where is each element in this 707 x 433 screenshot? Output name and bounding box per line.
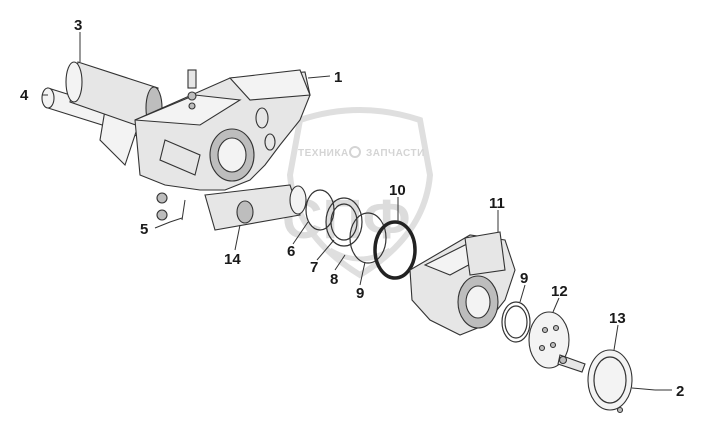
watermark-brand-left: ТЕХНИКА: [298, 148, 349, 159]
callout-4: 4: [20, 87, 29, 104]
callout-14: 14: [224, 251, 241, 268]
callout-12: 12: [551, 283, 568, 300]
hub-part-11: [409, 231, 516, 336]
tube-part-4: [41, 87, 151, 167]
ring-part-8: [349, 212, 387, 264]
shaft-part-14: [204, 184, 307, 231]
ring-part-9b: [501, 301, 531, 343]
ring-part-10: [373, 220, 417, 280]
callout-11: 11: [489, 195, 505, 212]
callout-labels: 3 4 1 5 14 6 7 8 9 10 11 9 12 13 2: [20, 17, 684, 400]
callout-5: 5: [140, 221, 148, 238]
callout-10: 10: [389, 182, 406, 199]
callout-9a: 9: [356, 285, 364, 302]
callout-8: 8: [330, 271, 338, 288]
callout-2: 2: [676, 383, 684, 400]
flange-part-12: [528, 311, 586, 373]
bolts-part-5: [156, 192, 186, 221]
callout-3: 3: [74, 17, 82, 34]
callout-1: 1: [334, 69, 342, 86]
cover-part-13: [587, 349, 656, 414]
leader-lines: [42, 32, 672, 391]
callout-9b: 9: [520, 270, 528, 287]
watermark-dot-icon: [349, 146, 361, 158]
callout-13: 13: [609, 310, 626, 327]
housing-part-1: [134, 69, 311, 191]
callout-7: 7: [310, 259, 318, 276]
ring-part-7: [325, 197, 363, 247]
callout-6: 6: [287, 243, 295, 260]
watermark-brand-right: ЗАПЧАСТИ: [366, 148, 425, 159]
